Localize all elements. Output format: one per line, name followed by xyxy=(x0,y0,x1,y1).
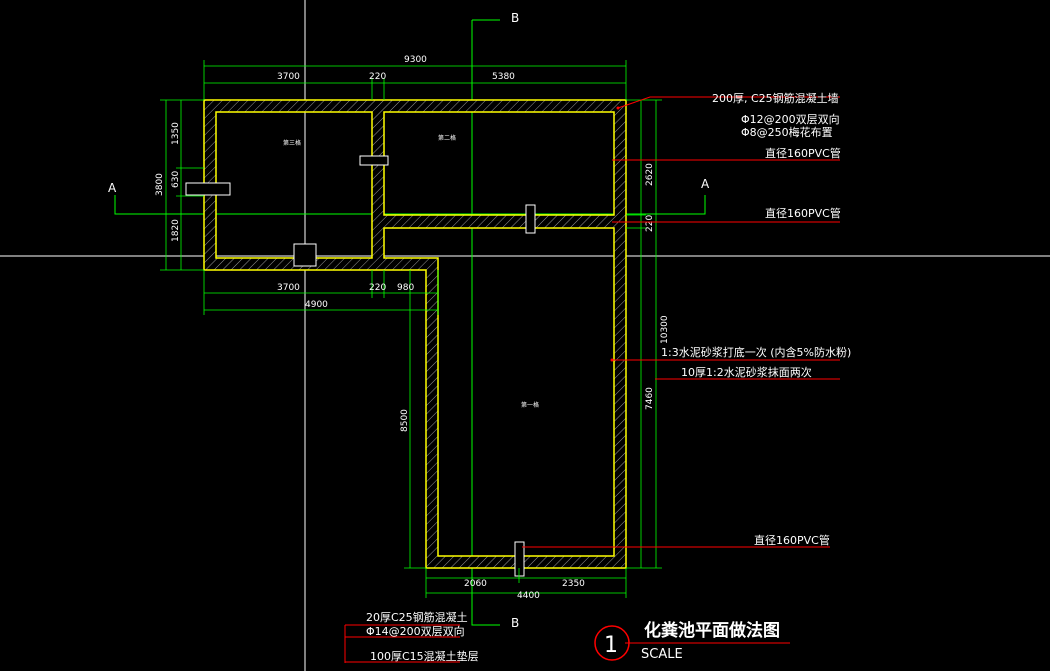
dim-top-right: 5380 xyxy=(492,72,515,82)
room-label-first: 第一格 xyxy=(521,401,539,409)
dim-lower-left: 8500 xyxy=(400,409,410,432)
dim-mid-left: 3700 xyxy=(277,283,300,293)
dim-left-top: 1350 xyxy=(171,122,181,145)
section-label-b-bottom: B xyxy=(511,616,519,630)
drawing-scale: SCALE xyxy=(641,647,683,662)
room-label-third: 第三格 xyxy=(283,139,301,147)
dim-top-wall: 220 xyxy=(369,72,386,82)
section-label-a-left: A xyxy=(108,181,117,195)
note-pipe-2: 直径160PVC管 xyxy=(765,206,841,220)
leader-dot-wall xyxy=(616,106,620,110)
note-pipe-3: 直径160PVC管 xyxy=(754,533,830,547)
tank-walls xyxy=(203,99,627,569)
dim-mid-right: 980 xyxy=(397,283,414,293)
note-plaster-2: 10厚1:2水泥砂浆抹面两次 xyxy=(681,365,812,379)
pipe-wall-2 xyxy=(525,204,536,234)
drawing-number: 1 xyxy=(604,633,618,658)
dim-left-bottom: 1820 xyxy=(171,219,181,242)
note-plaster-1: 1:3水泥砂浆打底一次 (内含5%防水粉) xyxy=(661,345,851,359)
dim-mid-total: 4900 xyxy=(305,300,328,310)
room-label-second: 第二格 xyxy=(438,134,456,142)
dim-top-left: 3700 xyxy=(277,72,300,82)
note-floor-2: Φ14@200双层双向 xyxy=(366,624,465,638)
dim-right-top: 2620 xyxy=(645,163,655,186)
pipes xyxy=(185,155,536,577)
dim-top-total: 9300 xyxy=(404,55,427,65)
section-label-b-top: B xyxy=(511,11,519,25)
wall-hatch xyxy=(203,99,627,569)
note-pipe-1: 直径160PVC管 xyxy=(765,146,841,160)
note-rebar-2: Φ8@250梅花布置 xyxy=(741,125,833,139)
drawing-title: 化粪池平面做法图 xyxy=(644,620,780,641)
dim-bottom-total: 4400 xyxy=(517,591,540,601)
outlet-pipe xyxy=(514,541,525,577)
drawing-number-circle xyxy=(594,625,630,661)
dim-right-total: 10300 xyxy=(660,315,670,344)
manhole xyxy=(293,243,317,267)
leader-dot-plaster xyxy=(610,358,614,362)
dim-right-wall: 220 xyxy=(645,215,655,232)
note-floor-3: 100厚C15混凝土垫层 xyxy=(370,649,479,663)
inlet-pipe xyxy=(185,182,231,196)
section-label-a-right: A xyxy=(701,177,710,191)
note-wall: 200厚, C25钢筋混凝土墙 xyxy=(712,91,839,105)
note-floor-1: 20厚C25钢筋混凝土 xyxy=(366,610,468,624)
dim-right-bottom: 7460 xyxy=(645,387,655,410)
dimension-lines xyxy=(160,60,662,598)
section-line-a xyxy=(114,195,706,215)
dim-left-total: 3800 xyxy=(155,173,165,196)
note-rebar-1: Φ12@200双层双向 xyxy=(741,112,840,126)
pipe-wall-1 xyxy=(359,155,389,166)
dim-left-mid: 630 xyxy=(171,171,181,188)
dim-bottom-left: 2060 xyxy=(464,579,487,589)
dim-bottom-right: 2350 xyxy=(562,579,585,589)
dim-mid-wall: 220 xyxy=(369,283,386,293)
leader-lines xyxy=(344,96,840,663)
